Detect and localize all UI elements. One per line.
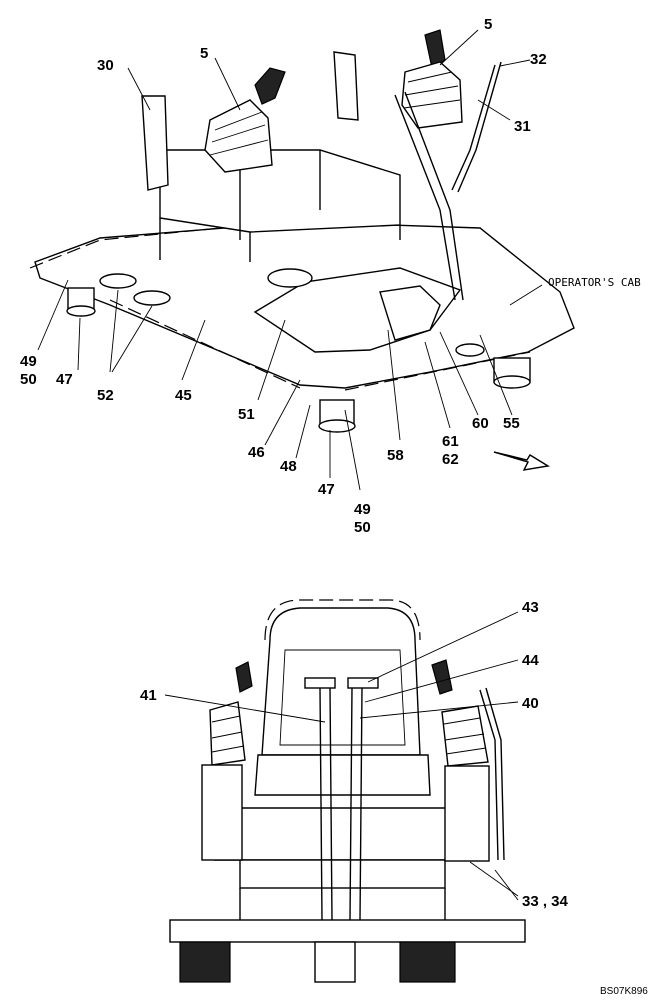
direction-arrow-icon — [493, 451, 550, 471]
top-view-leaders — [37, 29, 543, 491]
cab-mount-bottom-right — [399, 941, 456, 983]
bracket-left — [141, 95, 169, 191]
bottom-view-drawing — [169, 599, 526, 983]
cab-mount-left — [66, 287, 96, 317]
callout-label: 60 — [472, 415, 489, 432]
callout-label: 33 , 34 — [522, 893, 569, 910]
seat-headrest-dashed — [264, 599, 421, 641]
callout-label: 41 — [140, 687, 157, 704]
callout-label: 52 — [97, 387, 114, 404]
callout-label: 51 — [238, 406, 255, 423]
seat-riser — [239, 859, 446, 889]
bottom-view-leaders — [164, 611, 519, 901]
direction-arrow-hatch — [493, 451, 529, 463]
callout-label: 48 — [280, 458, 297, 475]
console-frame-side — [159, 150, 401, 262]
floor-hole — [99, 273, 137, 289]
callout-label: 30 — [97, 57, 114, 74]
bracket-right — [333, 51, 359, 121]
floor-plate-support — [239, 888, 446, 920]
callout-label: 44 — [522, 652, 539, 669]
travel-lever — [451, 61, 502, 193]
callout-label: 45 — [175, 387, 192, 404]
callout-label: 50 — [354, 519, 371, 536]
joystick-left-console — [201, 661, 253, 861]
seat-back — [261, 607, 421, 756]
figure-code: BS07K896 — [600, 986, 648, 997]
joystick-right-console — [431, 659, 490, 862]
callout-label: 32 — [530, 51, 547, 68]
callout-label: 49 — [20, 353, 37, 370]
floor-plate-front — [169, 919, 526, 943]
joystick-right — [401, 29, 463, 129]
callout-label: 49 — [354, 501, 371, 518]
callout-label: 47 — [318, 481, 335, 498]
callout-label: 58 — [387, 447, 404, 464]
callout-label: 62 — [442, 451, 459, 468]
travel-lever-console — [479, 687, 505, 861]
seat-base — [213, 807, 471, 861]
top-view-drawing — [29, 29, 575, 471]
cab-mount-bottom-center — [314, 941, 356, 983]
cab-mount-bottom-left — [179, 941, 231, 983]
floor-hole — [455, 343, 485, 357]
operators-cab-note: OPERATOR'S CAB — [548, 276, 641, 289]
callout-label: 46 — [248, 444, 265, 461]
bottom-view-callouts: 43 44 41 40 33 , 34 — [140, 599, 569, 910]
callout-label: 61 — [442, 433, 459, 450]
console-frame — [159, 149, 401, 233]
cab-mount-right — [493, 357, 531, 389]
top-view-callouts: 5 5 30 32 31 49 50 47 52 45 51 46 48 47 … — [20, 16, 641, 536]
floor-hole — [267, 268, 313, 288]
cab-mount-front — [318, 399, 356, 433]
callout-label: 5 — [484, 16, 492, 33]
callout-label: 5 — [200, 45, 208, 62]
floor-hole — [133, 290, 171, 306]
callout-label: 55 — [503, 415, 520, 432]
seat-cushion — [254, 754, 431, 796]
callout-label: 50 — [20, 371, 37, 388]
seat-back-inner — [279, 649, 406, 746]
callout-label: 31 — [514, 118, 531, 135]
foot-pedal-levers — [304, 677, 379, 921]
pedal-rod — [394, 91, 464, 301]
joystick-left — [204, 67, 286, 173]
pedal — [379, 285, 441, 341]
callout-label: 43 — [522, 599, 539, 616]
callout-label: 47 — [56, 371, 73, 388]
callout-label: 40 — [522, 695, 539, 712]
